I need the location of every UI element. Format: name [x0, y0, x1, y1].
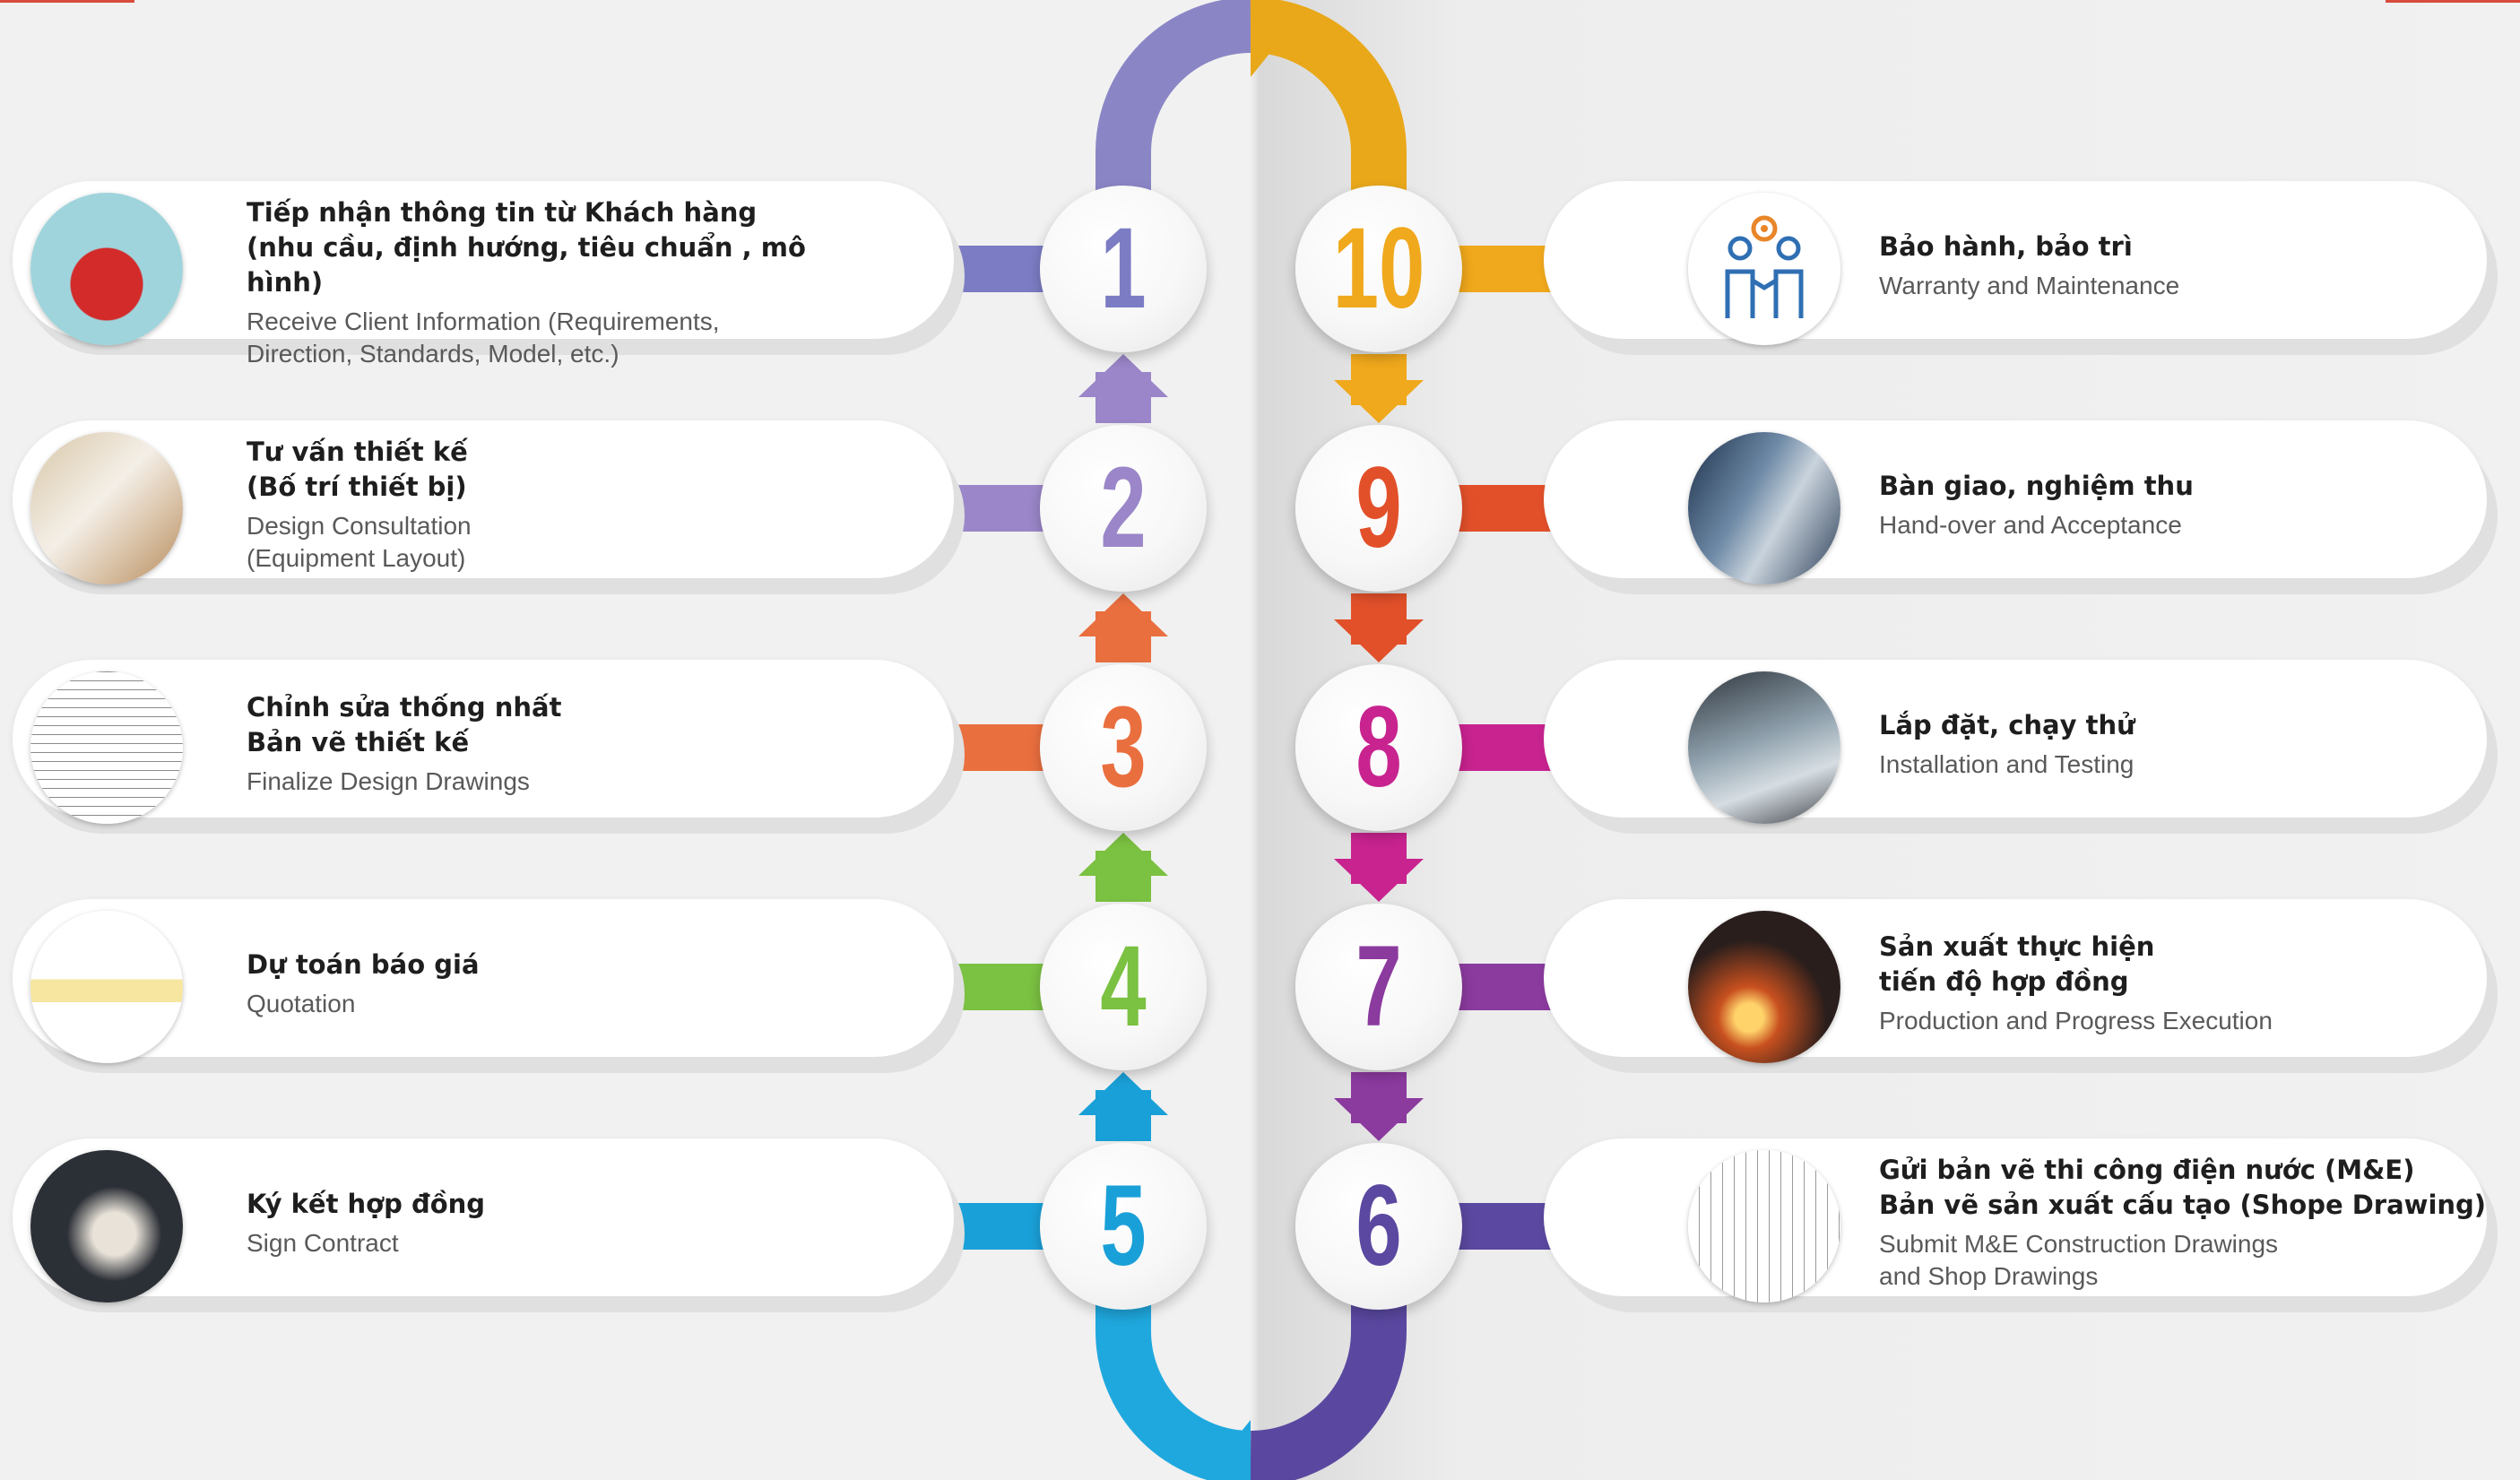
- step-number: 8: [1355, 683, 1402, 811]
- step-subtitle: Quotation: [247, 989, 356, 1017]
- step-title: Bàn giao, nghiệm thu: [1879, 470, 2194, 501]
- top-left-accent-bar: [0, 0, 134, 3]
- step-title: Ký kết hợp đồng: [247, 1188, 486, 1219]
- connector-down-arrowhead-1: [1334, 380, 1424, 423]
- handshake-gear-icon: [1688, 193, 1840, 345]
- bottom-loop-arrowhead: [1219, 1420, 1251, 1480]
- step-number: 6: [1355, 1162, 1402, 1290]
- step-number-circle-7: 7: [1295, 904, 1462, 1070]
- step-number: 4: [1100, 922, 1147, 1051]
- step-number-circle-8: 8: [1295, 664, 1462, 831]
- bottom-loop-right: [1250, 1226, 1407, 1480]
- step-title: Dự toán báo giá: [247, 948, 480, 980]
- step-subtitle: Design Consultation (Equipment Layout): [247, 512, 472, 572]
- step-number-circle-3: 3: [1040, 664, 1207, 831]
- step-title: Chỉnh sửa thống nhất Bản vẽ thiết kế: [247, 692, 562, 757]
- step-subtitle: Installation and Testing: [1879, 749, 2135, 778]
- step-subtitle: Receive Client Information (Requirements…: [247, 307, 720, 368]
- step-title: Bảo hành, bảo trì: [1879, 230, 2133, 262]
- connector-up-arrowhead-4: [1078, 1072, 1168, 1115]
- step-number-circle-1: 1: [1040, 186, 1207, 352]
- step-title: Tư vấn thiết kế (Bố trí thiết bị): [247, 437, 468, 502]
- bottom-loop-left: [1095, 1226, 1251, 1480]
- step-number: 9: [1355, 444, 1402, 572]
- step-subtitle: Hand-over and Acceptance: [1879, 510, 2182, 539]
- top-right-accent-bar: [2386, 0, 2520, 3]
- design-drawing-photo: [30, 671, 183, 824]
- shop-drawing-photo: [1688, 1150, 1840, 1303]
- step-text-2: Tư vấn thiết kế (Bố trí thiết bị) Design …: [247, 435, 874, 575]
- laser-cutting-photo: [1688, 911, 1840, 1063]
- connector-up-arrowhead-3: [1078, 833, 1168, 876]
- step-number-circle-5: 5: [1040, 1143, 1207, 1310]
- step-text-6: Gửi bản vẽ thi công điện nước (M&E) Bản …: [1879, 1153, 2507, 1293]
- step-text-3: Chỉnh sửa thống nhất Bản vẽ thiết kế Fina…: [247, 690, 874, 798]
- step-number: 10: [1332, 204, 1425, 333]
- step-title: Gửi bản vẽ thi công điện nước (M&E) Bản …: [1879, 1155, 2487, 1220]
- step-subtitle: Warranty and Maintenance: [1879, 271, 2180, 299]
- connector-down-arrowhead-2: [1334, 619, 1424, 662]
- top-loop-left: [1095, 0, 1251, 269]
- top-loop-arrowhead: [1251, 0, 1284, 77]
- step-subtitle: Sign Contract: [247, 1228, 399, 1257]
- step-number: 7: [1355, 922, 1402, 1051]
- step-subtitle: Finalize Design Drawings: [247, 767, 530, 795]
- connector-down-arrowhead-3: [1334, 859, 1424, 902]
- step-number-circle-10: 10: [1295, 186, 1462, 352]
- step-title: Tiếp nhận thông tin từ Khách hàng (nhu c…: [247, 197, 806, 298]
- kitchen-handover-photo: [1688, 432, 1840, 584]
- connector-down-arrowhead-4: [1334, 1098, 1424, 1141]
- connector-up-arrowhead-2: [1078, 593, 1168, 636]
- step-subtitle: Submit M&E Construction Drawings and Sho…: [1879, 1230, 2279, 1290]
- step-number: 3: [1100, 683, 1147, 811]
- red-telephone-photo: [30, 193, 183, 345]
- kitchen-design-photo: [30, 432, 183, 584]
- step-number-circle-9: 9: [1295, 425, 1462, 592]
- step-number-circle-4: 4: [1040, 904, 1207, 1070]
- connector-up-arrowhead-1: [1078, 354, 1168, 397]
- step-title: Lắp đặt, chạy thử: [1879, 709, 2135, 740]
- step-title: Sản xuất thực hiện tiến độ hợp đồng: [1879, 931, 2155, 997]
- installation-photo: [1688, 671, 1840, 824]
- step-number: 2: [1100, 444, 1147, 572]
- step-number: 5: [1100, 1162, 1147, 1290]
- step-subtitle: Production and Progress Execution: [1879, 1007, 2273, 1034]
- step-number: 1: [1100, 204, 1147, 333]
- step-number-circle-2: 2: [1040, 425, 1207, 592]
- step-number-circle-6: 6: [1295, 1143, 1462, 1310]
- top-loop-right: [1250, 0, 1407, 269]
- step-text-1: Tiếp nhận thông tin từ Khách hàng (nhu c…: [247, 195, 874, 370]
- quotation-document-photo: [30, 911, 183, 1063]
- contract-signing-photo: [30, 1150, 183, 1303]
